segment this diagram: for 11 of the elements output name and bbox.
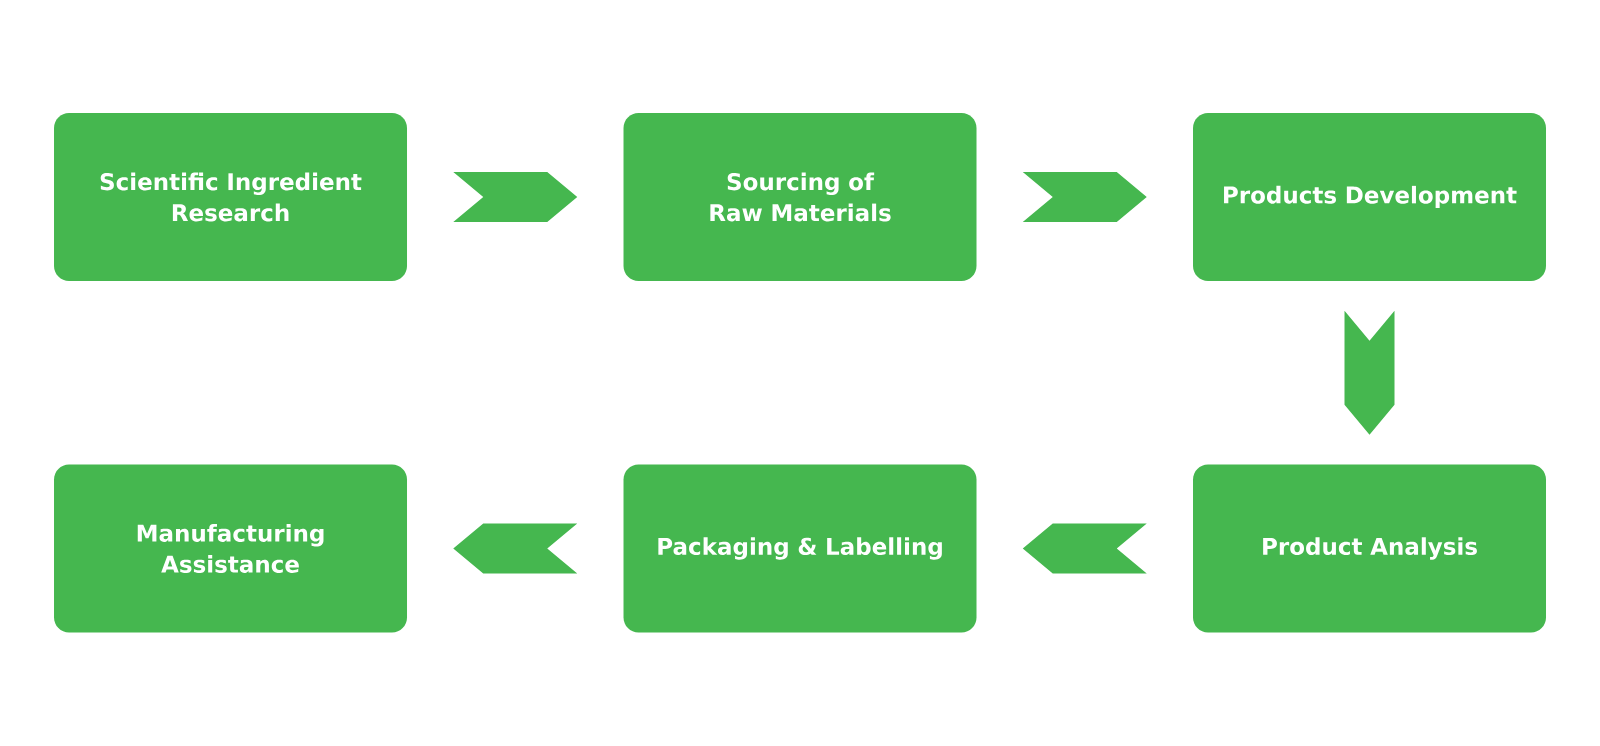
chevron-arrow — [453, 523, 578, 574]
chevron-arrow — [453, 172, 578, 222]
process-box: Products Development — [1193, 113, 1546, 281]
process-box: Manufacturing Assistance — [54, 464, 407, 633]
process-box: Product Analysis — [1193, 464, 1546, 633]
process-box: Sourcing of Raw Materials — [623, 113, 977, 281]
process-box: Packaging & Labelling — [623, 464, 977, 633]
chevron-arrow — [1022, 523, 1147, 574]
process-box: Scientific Ingredient Research — [54, 113, 407, 281]
chevron-arrow — [1344, 310, 1395, 435]
chevron-arrow — [1022, 172, 1147, 222]
